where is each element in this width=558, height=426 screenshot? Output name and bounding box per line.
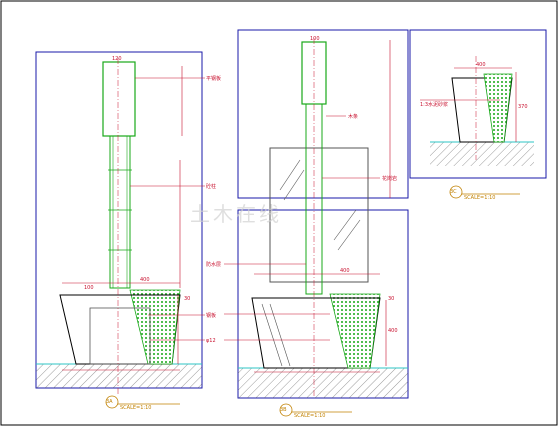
panel-3c <box>409 29 547 179</box>
callout-7: 1:3水泥砂浆 <box>420 102 449 108</box>
dim-right-top-width: 400 <box>476 62 486 68</box>
callout-2: 砼柱 <box>206 184 217 190</box>
ground-hatch-right <box>430 142 534 166</box>
callout-3: 钢板 <box>206 313 217 319</box>
detail-3c-number: 3C <box>450 189 457 195</box>
panel-3b <box>224 29 409 399</box>
dim-left-offset: 100 <box>84 285 94 291</box>
dim-mid-post-top: 100 <box>310 36 320 42</box>
ground-hatch-mid <box>238 368 408 398</box>
callout-1: 平钢板 <box>206 76 222 82</box>
dim-left-step: 30 <box>184 296 191 302</box>
panel-3a <box>35 51 205 396</box>
detail-3b-number: 3B <box>280 407 287 413</box>
callout-8: 防水层 <box>206 262 222 268</box>
dim-right-height: 370 <box>518 104 528 110</box>
dim-left-base-width: 400 <box>140 277 150 283</box>
dim-mid-height: 400 <box>388 328 398 334</box>
dim-left-post-top: 120 <box>112 56 122 62</box>
detail-3a-number: 3A <box>106 399 113 405</box>
detail-3a-scale: SCALE=1:10 <box>120 405 152 411</box>
detail-3b-scale: SCALE=1:10 <box>294 413 326 419</box>
callout-4: φ12 <box>206 338 216 344</box>
callout-5: 木条 <box>348 114 359 120</box>
glass-panel <box>269 147 369 283</box>
detail-3c-scale: SCALE=1:10 <box>464 195 496 201</box>
callout-6: 花岗岩 <box>382 176 398 182</box>
dim-mid-step: 30 <box>388 296 395 302</box>
ground-hatch-left <box>36 364 202 388</box>
watermark: 土木在线 <box>190 202 282 226</box>
dim-mid-base-width: 400 <box>340 268 350 274</box>
post-sign-left <box>102 61 136 137</box>
